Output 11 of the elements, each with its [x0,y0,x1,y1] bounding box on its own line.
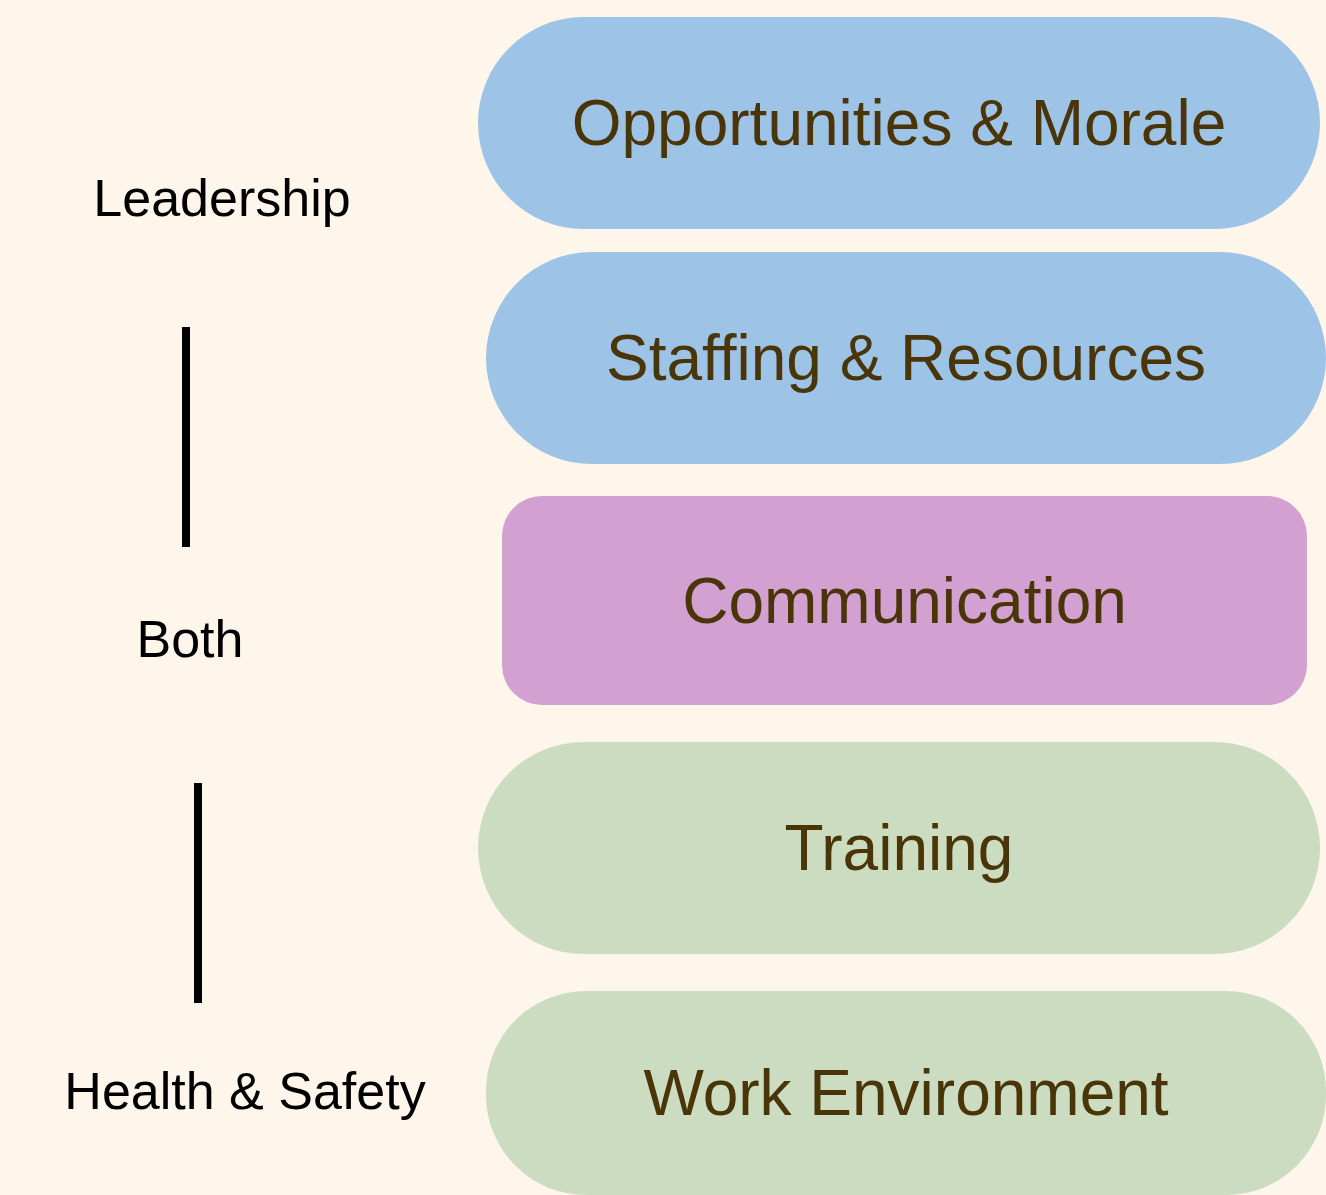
category-pill [502,496,1307,705]
scale-label: Health & Safety [64,1061,426,1121]
category-label: Work Environment [643,1056,1169,1130]
category-label: Staffing & Resources [606,321,1206,395]
category-pill [486,991,1326,1195]
scale-label: Leadership [93,168,351,228]
category-pill [486,252,1326,464]
category-label: Opportunities & Morale [571,86,1227,160]
category-label: Training [784,811,1014,885]
scale-label: Both [136,609,244,669]
category-label: Communication [682,563,1127,638]
